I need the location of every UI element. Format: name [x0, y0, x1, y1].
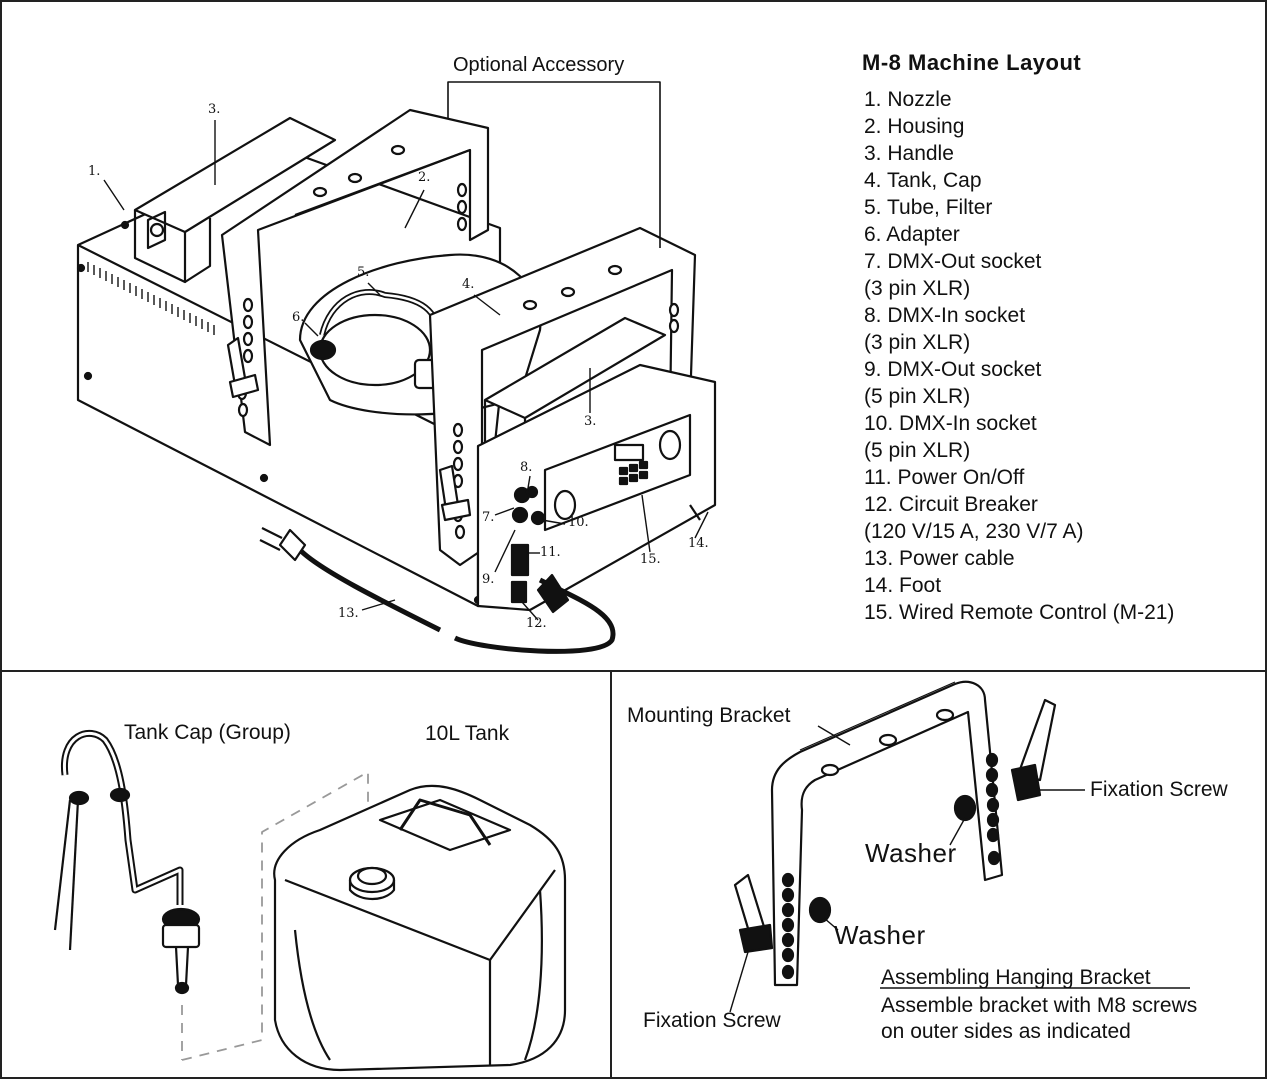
fixation-screw-left-label: Fixation Screw: [643, 1009, 781, 1032]
list-item: 1. Nozzle: [864, 88, 952, 111]
list-item: 12. Circuit Breaker: [864, 493, 1038, 516]
tank-body: [273, 784, 567, 1072]
callout-5: 5.: [357, 265, 370, 280]
callout-12: 12.: [526, 616, 547, 631]
list-item: (5 pin XLR): [864, 385, 971, 408]
list-item: 15. Wired Remote Control (M-21): [864, 601, 1175, 624]
list-item: 7. DMX-Out socket: [864, 250, 1042, 273]
list-item: 5. Tube, Filter: [864, 196, 993, 219]
list-item: 3. Handle: [864, 142, 954, 165]
callout-7: 7.: [482, 510, 495, 525]
callout-2: 2.: [418, 170, 431, 185]
list-item: 14. Foot: [864, 574, 942, 597]
washer-right-label: Washer: [865, 838, 957, 868]
assembly-line-2: on outer sides as indicated: [881, 1020, 1131, 1043]
assembly-line-1: Assemble bracket with M8 screws: [881, 994, 1198, 1017]
list-item: 9. DMX-Out socket: [864, 358, 1042, 381]
list-item: (120 V/15 A, 230 V/7 A): [864, 520, 1084, 543]
callout-9: 9.: [482, 572, 495, 587]
parts-list: 1. Nozzle 2. Housing 3. Handle 4. Tank, …: [864, 86, 1174, 626]
callout-3-left: 3.: [208, 102, 221, 117]
list-item: 10. DMX-In socket: [864, 412, 1037, 435]
callout-11: 11.: [540, 545, 561, 560]
left-bracket: [220, 108, 490, 447]
bracket-panel: [610, 670, 1267, 1079]
list-item: 11. Power On/Off: [864, 466, 1025, 489]
list-item: 4. Tank, Cap: [864, 169, 982, 192]
mounting-bracket: [770, 680, 1004, 987]
callout-10: 10.: [568, 515, 589, 530]
callout-4: 4.: [462, 277, 475, 292]
tank-label: 10L Tank: [425, 722, 510, 745]
bracket-drawing: [729, 680, 1190, 1013]
list-item: 8. DMX-In socket: [864, 304, 1026, 327]
list-item: (5 pin XLR): [864, 439, 971, 462]
callout-8: 8.: [520, 460, 533, 475]
fixation-screw-right-label: Fixation Screw: [1090, 778, 1228, 801]
optional-accessory-label: Optional Accessory: [453, 54, 625, 76]
list-item: (3 pin XLR): [864, 277, 971, 300]
callout-13: 13.: [338, 606, 359, 621]
tank-drawing: [53, 729, 567, 1072]
callout-3-right: 3.: [584, 414, 597, 429]
tank-cap-label: Tank Cap (Group): [124, 721, 291, 744]
list-item: 13. Power cable: [864, 547, 1015, 570]
mounting-bracket-label: Mounting Bracket: [627, 704, 791, 727]
callout-1: 1.: [88, 164, 101, 179]
callout-14: 14.: [688, 536, 709, 551]
callout-6: 6.: [292, 310, 305, 325]
assembly-title: Assembling Hanging Bracket: [881, 966, 1151, 989]
washer-left-label: Washer: [834, 920, 926, 950]
layout-title: M-8 Machine Layout: [862, 50, 1082, 75]
list-item: 6. Adapter: [864, 223, 960, 246]
list-item: 2. Housing: [864, 115, 965, 138]
callout-15: 15.: [640, 552, 661, 567]
list-item: (3 pin XLR): [864, 331, 971, 354]
